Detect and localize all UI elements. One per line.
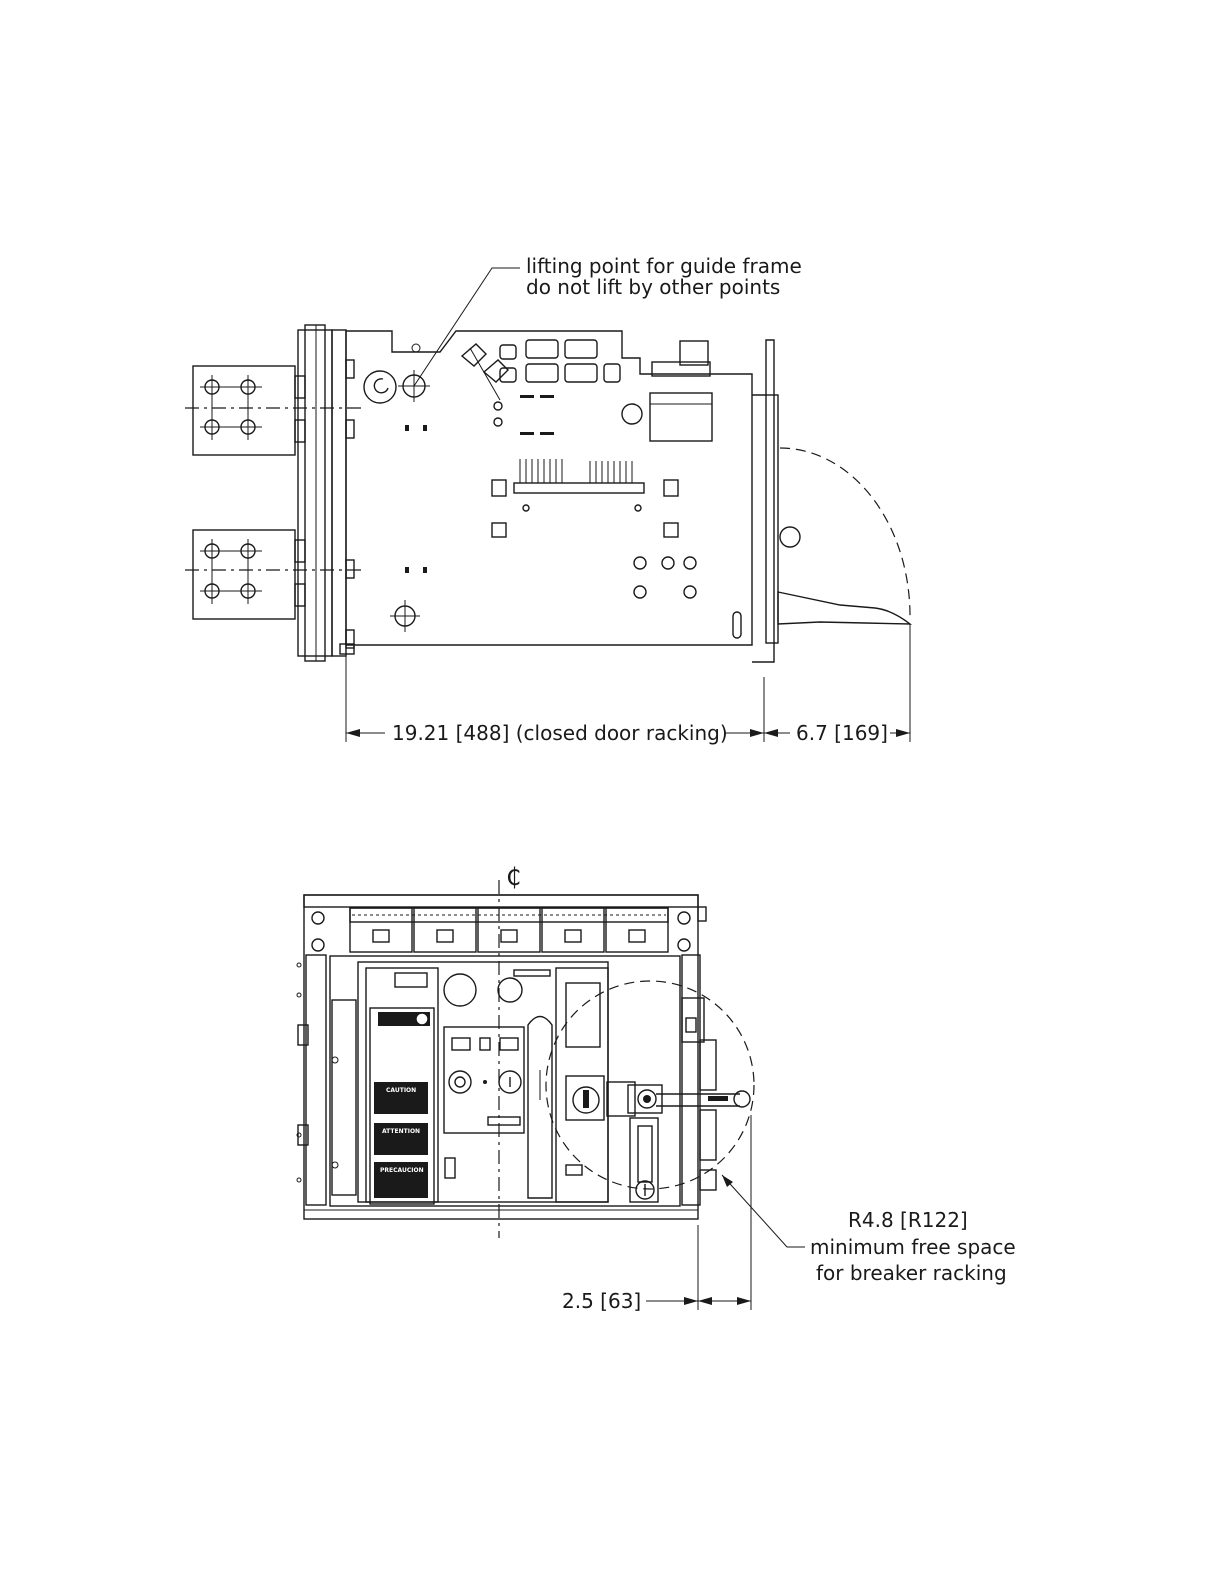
caution-label: CAUTION — [374, 1082, 428, 1114]
lower-slot — [733, 612, 741, 638]
bus-terminal-lower — [193, 530, 305, 619]
depth-dimension-label: 19.21 [488] (closed door racking) — [392, 721, 728, 745]
door-flange — [752, 340, 800, 662]
vent-slots — [500, 340, 620, 382]
auxiliary-block — [650, 393, 712, 441]
indicator-small — [498, 978, 522, 1002]
racking-handle — [778, 592, 910, 624]
precaucion-text: PRECAUCION — [380, 1167, 424, 1174]
open-button — [449, 1071, 471, 1093]
front-view: CAUTION ATTENTION PRECAUCION — [297, 863, 1016, 1313]
caution-text: CAUTION — [386, 1087, 416, 1094]
handle-dimension-label: 6.7 [169] — [796, 721, 888, 745]
nameplate — [395, 973, 427, 987]
angled-brackets — [462, 344, 508, 400]
clearance-note-line1: minimum free space — [810, 1235, 1016, 1259]
mounting-holes — [634, 557, 696, 598]
precaucion-label: PRECAUCION — [374, 1162, 428, 1198]
clearance-note-line2: for breaker racking — [816, 1261, 1007, 1285]
lifting-hook-circle — [364, 371, 396, 403]
handle-swing-arc — [780, 448, 910, 616]
screws — [405, 395, 641, 573]
charging-handle — [528, 1017, 552, 1199]
contact-comb — [514, 459, 644, 493]
front-outer-frame — [304, 895, 698, 1219]
main-contacts — [350, 908, 668, 952]
lifting-hook-icon — [374, 379, 388, 393]
radius-leader — [722, 1175, 805, 1247]
bus-terminal-upper — [193, 366, 305, 455]
lifting-note-line2: do not lift by other points — [526, 275, 780, 299]
offset-dimension-label: 2.5 [63] — [562, 1289, 641, 1313]
centerline-symbol: ₵ — [506, 863, 521, 891]
radius-label: R4.8 [R122] — [848, 1208, 968, 1232]
attention-label: ATTENTION — [374, 1123, 428, 1155]
side-view: lifting point for guide frame do not lif… — [185, 254, 910, 745]
indicator-large — [444, 974, 476, 1006]
attention-text: ATTENTION — [382, 1128, 420, 1135]
clips — [492, 480, 678, 537]
